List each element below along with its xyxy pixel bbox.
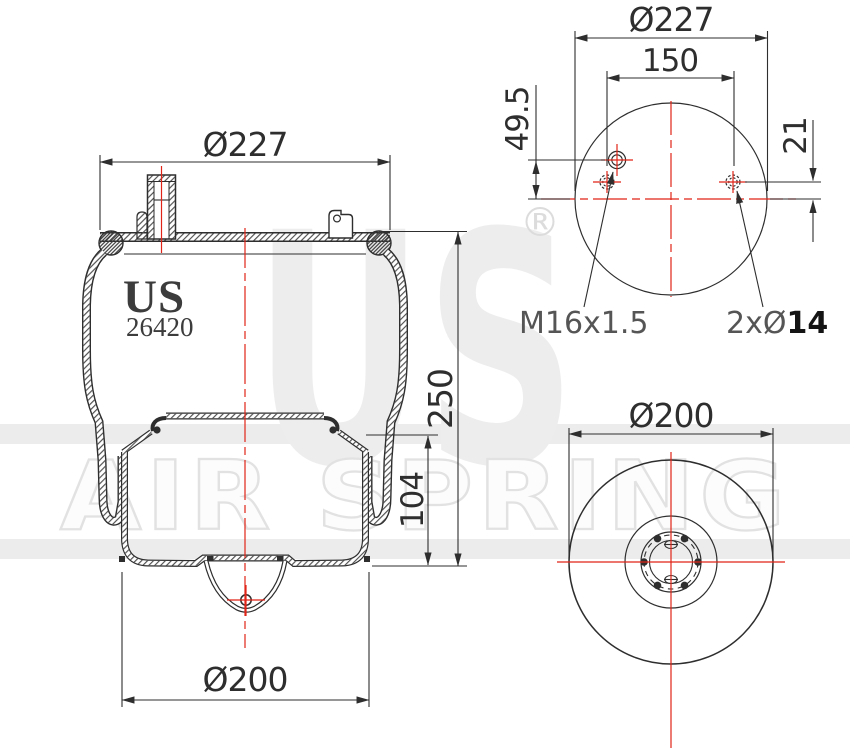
watermark-registered-icon: ® bbox=[520, 200, 560, 246]
dim-label-49-5: 49.5 bbox=[500, 86, 536, 151]
callout-stud-holes: 2xØ14 bbox=[726, 190, 828, 341]
bellows bbox=[82, 248, 408, 526]
watermark-us-logo: US bbox=[253, 165, 577, 538]
dim-label-150: 150 bbox=[642, 43, 698, 79]
hub-bolts bbox=[640, 534, 702, 590]
label-m16: M16x1.5 bbox=[519, 306, 649, 341]
dim-label-21: 21 bbox=[778, 117, 814, 154]
bellows-part-number: 26420 bbox=[126, 312, 194, 342]
stud-hole-right bbox=[719, 171, 747, 193]
bottom-view: Ø200 bbox=[557, 396, 785, 748]
label-2x14: 2xØ14 bbox=[726, 306, 828, 341]
dim-label-104: 104 bbox=[395, 472, 431, 528]
label-2x14-prefix: 2xØ bbox=[726, 306, 786, 341]
callout-air-fitting-thread: M16x1.5 bbox=[519, 171, 649, 341]
dim-label-200-side: Ø200 bbox=[203, 660, 288, 699]
air-fitting-hole-m16 bbox=[601, 144, 633, 176]
dim-stud-spacing-150: 150 bbox=[606, 43, 735, 166]
plate-bracket-fitting bbox=[328, 209, 354, 239]
top-view: Ø227 150 49.5 21 M16x1.5 bbox=[500, 0, 828, 341]
dim-stud-offset-21: 21 bbox=[745, 117, 821, 242]
label-2x14-size: 14 bbox=[786, 306, 828, 341]
bead-roll-left bbox=[98, 230, 124, 256]
bead-roll-right bbox=[366, 230, 392, 256]
watermark-band-top bbox=[0, 424, 850, 444]
dim-piston-diameter-200: Ø200 bbox=[121, 572, 370, 707]
dim-piston-height-104: 104 bbox=[366, 434, 438, 566]
dim-label-250: 250 bbox=[421, 369, 460, 429]
dim-side-height-250: 250 bbox=[372, 230, 467, 567]
stud-collar bbox=[136, 211, 148, 240]
air-fitting-stud bbox=[136, 166, 177, 253]
dim-label-227-top: Ø227 bbox=[629, 0, 714, 39]
dim-bottom-diameter-200: Ø200 bbox=[568, 396, 774, 556]
dim-label-227: Ø227 bbox=[203, 125, 288, 164]
dim-top-diameter-227: Ø227 bbox=[574, 0, 769, 191]
dim-side-diameter-227: Ø227 bbox=[99, 125, 391, 230]
side-view: US 26420 bbox=[82, 125, 467, 707]
bellows-brand-logo: US bbox=[123, 271, 185, 323]
dim-fitting-offset-49-5: 49.5 bbox=[500, 85, 605, 200]
dim-label-200-bottom: Ø200 bbox=[629, 396, 714, 435]
